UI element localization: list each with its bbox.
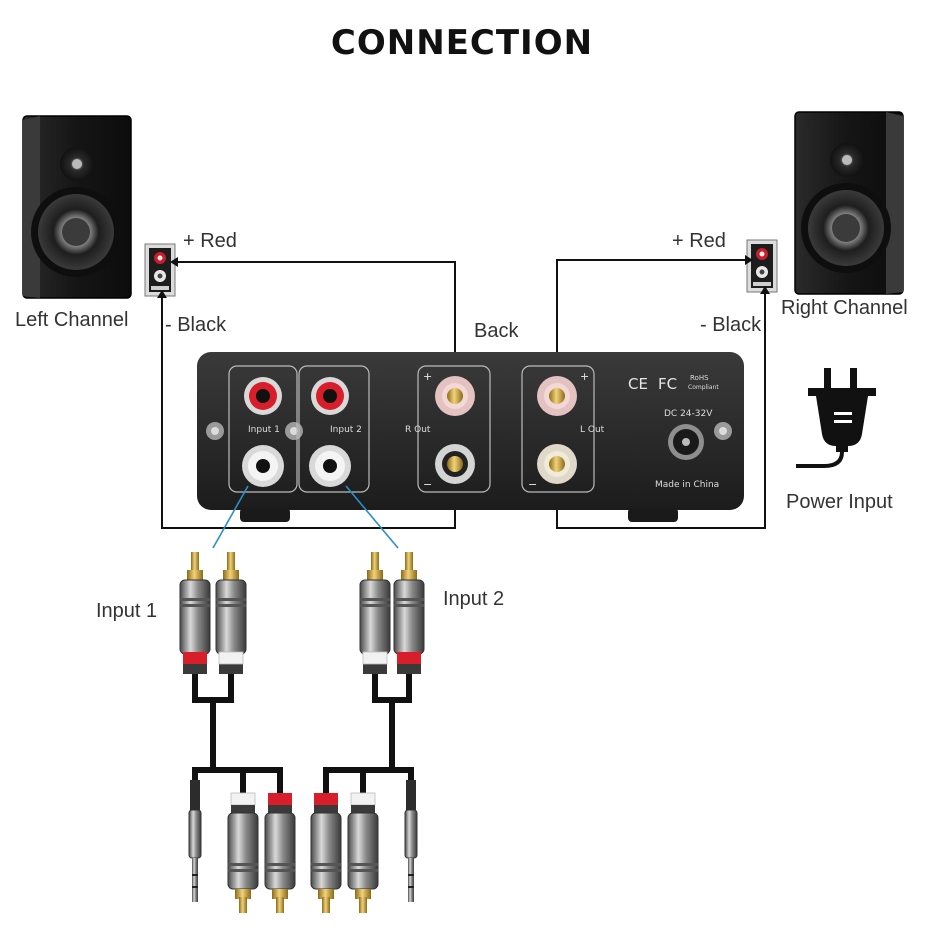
amplifier-back-panel: Input 1 Input 2 + − R Out + − L Out CE — [197, 352, 744, 522]
left-plus-arrow — [170, 257, 178, 267]
left-speaker-terminal — [144, 243, 176, 297]
input1-label: Input 1 — [96, 600, 157, 622]
power-plug-icon — [796, 368, 876, 468]
made-in-label: Made in China — [655, 480, 719, 490]
left-plus-wire — [178, 261, 456, 372]
input1-rca-cable — [179, 551, 296, 914]
panel-l-out-label: L Out — [580, 425, 605, 435]
ce-mark: CE — [628, 375, 648, 393]
right-plus-arrow — [745, 255, 753, 265]
back-label: Back — [474, 320, 519, 342]
input1-lower-rca-white — [227, 804, 259, 914]
input-pointer-lines — [212, 485, 399, 549]
r-out-minus: − — [423, 478, 432, 491]
l-out-plus: + — [580, 370, 589, 383]
speaker-wires — [161, 259, 766, 529]
input1-3p5mm-jack — [188, 779, 202, 903]
left-channel-label: Left Channel — [15, 309, 128, 331]
right-plus-red-label: + Red — [672, 230, 726, 252]
input2-lower-rca-white — [347, 804, 379, 914]
right-channel-label: Right Channel — [781, 297, 908, 319]
power-input-label: Power Input — [786, 491, 893, 513]
dc-voltage-label: DC 24-32V — [664, 409, 713, 419]
right-speaker-terminal — [746, 239, 778, 293]
left-minus-arrow — [157, 290, 167, 298]
input2-label: Input 2 — [443, 588, 504, 610]
input2-3p5mm-jack — [404, 779, 418, 903]
right-minus-black-label: - Black — [700, 314, 762, 336]
l-out-minus: − — [528, 478, 537, 491]
rohs-mark-line2: Compliant — [688, 384, 719, 391]
right-speaker-image — [794, 111, 904, 295]
input2-pointer — [345, 485, 399, 549]
left-speaker-image — [22, 115, 132, 299]
panel-r-out-label: R Out — [405, 425, 431, 435]
input2-lower-rca-red — [310, 804, 342, 914]
input1-lower-rca-red — [264, 804, 296, 914]
r-out-plus: + — [423, 370, 432, 383]
left-minus-black-label: - Black — [165, 314, 227, 336]
input2-rca-cable — [310, 551, 425, 914]
rohs-mark-line1: RoHS — [690, 374, 709, 382]
fc-mark: FC — [658, 375, 677, 393]
left-plus-red-label: + Red — [183, 230, 237, 252]
input1-pointer — [212, 485, 249, 549]
right-minus-arrow — [760, 286, 770, 294]
page-title: CONNECTION — [331, 23, 593, 63]
panel-input1-label: Input 1 — [248, 425, 280, 435]
wire-arrows — [157, 255, 770, 298]
right-minus-wire — [556, 292, 766, 529]
left-minus-wire — [161, 296, 456, 529]
panel-input2-label: Input 2 — [330, 425, 362, 435]
right-plus-wire — [556, 259, 745, 372]
